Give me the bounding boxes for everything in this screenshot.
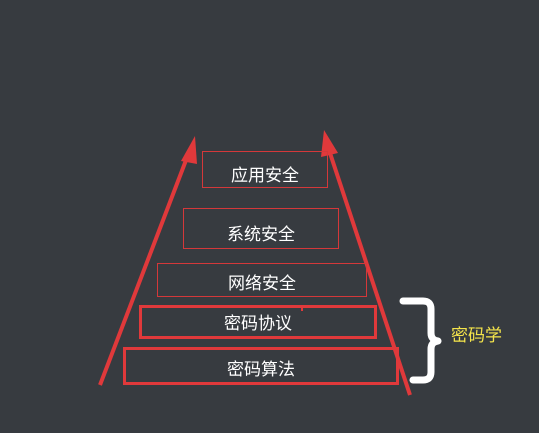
layer-crypto-protocol-label: 密码协议 — [224, 314, 292, 334]
layer-system-security: 系统安全 — [183, 208, 339, 249]
bracket-brace — [399, 297, 442, 384]
left-arrow-head — [181, 136, 197, 164]
layer-crypto-algorithm-label: 密码算法 — [227, 360, 295, 380]
left-arrow-shaft — [98, 154, 190, 386]
layer-system-security-label: 系统安全 — [227, 225, 295, 245]
right-arrow-head — [321, 130, 338, 157]
layer-crypto-protocol: 密码协议 — [139, 305, 377, 339]
layer-network-security-label: 网络安全 — [228, 274, 296, 294]
layer-app-security: 应用安全 — [202, 151, 328, 188]
layer-app-security-label: 应用安全 — [231, 166, 299, 186]
layer-network-security: 网络安全 — [157, 263, 367, 297]
bracket-label-cryptography: 密码学 — [451, 326, 502, 346]
layer-crypto-algorithm: 密码算法 — [123, 347, 399, 385]
